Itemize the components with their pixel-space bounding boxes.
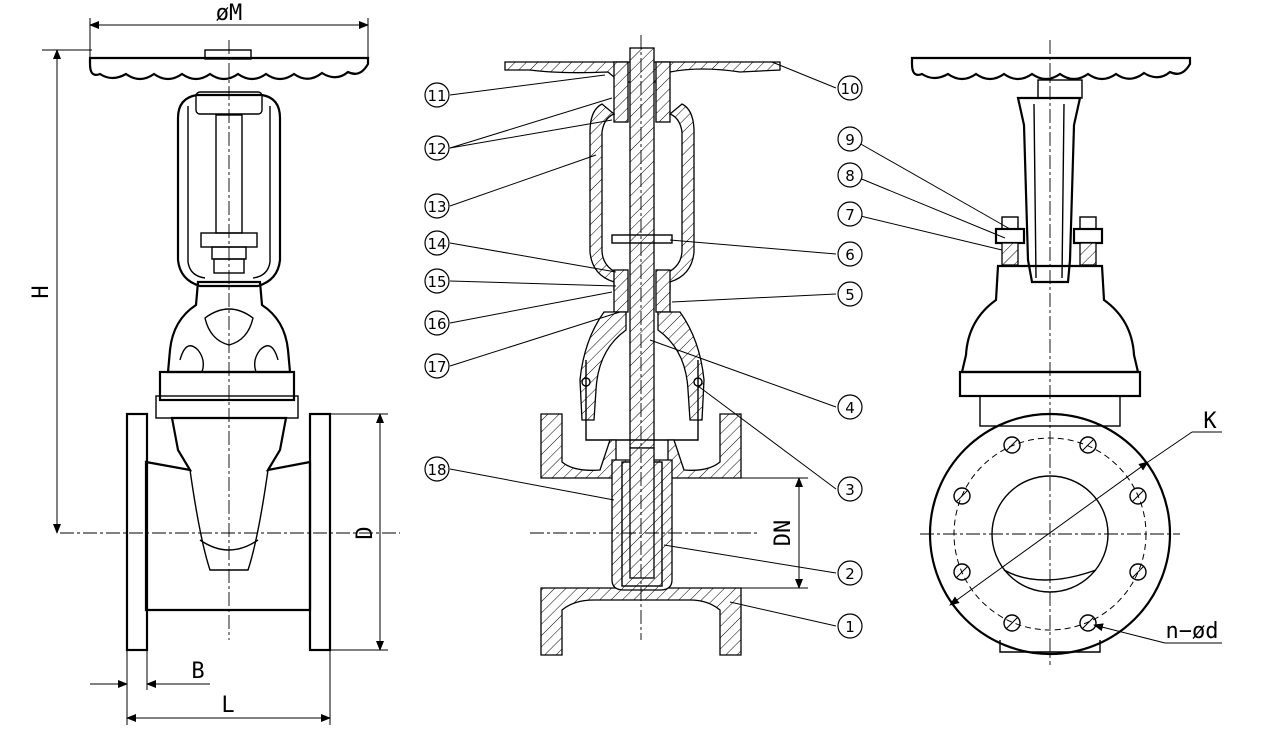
section-stem (629, 47, 655, 449)
dim-flange-diameter: D (353, 526, 378, 539)
dim-bolt-circle: K (1203, 409, 1217, 434)
balloon-7: 7 (837, 201, 863, 227)
balloon-16: 16 (424, 310, 450, 336)
balloon-label-12: 12 (427, 140, 446, 158)
section-body-bottom (540, 587, 742, 656)
balloon-17: 17 (424, 353, 450, 379)
valve-body (144, 416, 312, 612)
balloon-5: 5 (837, 281, 863, 307)
balloon-label-11: 11 (427, 87, 446, 105)
balloon-label-1: 1 (845, 618, 855, 636)
balloon-14: 14 (424, 230, 450, 256)
dimension-dn: DN (741, 477, 808, 589)
side-yoke (1016, 96, 1082, 284)
dimensions-left: øM H D L B (29, 1, 388, 725)
side-handwheel (910, 56, 1192, 81)
front-exterior-view (60, 40, 400, 652)
balloon-label-10: 10 (840, 80, 859, 98)
section-bonnet (589, 103, 623, 291)
balloon-4: 4 (837, 394, 863, 420)
sectional-view (504, 35, 781, 656)
dim-handwheel-diameter: øM (216, 1, 243, 26)
balloon-18: 18 (424, 456, 450, 482)
dim-nominal-diameter: DN (771, 520, 796, 547)
handwheel (88, 56, 370, 81)
section-body-right (667, 413, 742, 479)
balloon-label-13: 13 (427, 198, 446, 216)
balloon-label-6: 6 (845, 246, 855, 264)
balloon-2: 2 (837, 560, 863, 586)
dim-bolt-holes: n−ød (1166, 619, 1219, 644)
section-body-left (540, 413, 617, 479)
balloon-1: 1 (837, 613, 863, 639)
balloon-label-15: 15 (427, 273, 446, 291)
balloon-label-8: 8 (845, 167, 855, 185)
balloon-3: 3 (837, 476, 863, 502)
balloon-label-4: 4 (845, 399, 855, 417)
balloon-8: 8 (837, 162, 863, 188)
balloon-9: 9 (837, 126, 863, 152)
balloon-label-14: 14 (427, 235, 446, 253)
balloon-label-16: 16 (427, 315, 446, 333)
right-flange (308, 412, 332, 652)
leaders (449, 61, 1011, 627)
balloon-10: 10 (837, 75, 863, 101)
balloon-label-7: 7 (845, 206, 855, 224)
dim-flange-thickness: B (191, 659, 204, 684)
balloon-13: 13 (424, 193, 450, 219)
balloon-15: 15 (424, 268, 450, 294)
section-lower-bonnet (579, 311, 627, 421)
balloon-label-9: 9 (845, 131, 855, 149)
balloon-6: 6 (837, 241, 863, 267)
left-flange (125, 412, 149, 652)
yoke (176, 93, 282, 288)
dim-face-to-face: L (221, 693, 234, 718)
balloon-12: 12 (424, 135, 450, 161)
balloon-label-18: 18 (427, 461, 446, 479)
balloon-label-17: 17 (427, 358, 446, 376)
part-balloons: 1 2 3 4 5 6 7 8 9 10 11 12 13 14 15 16 1… (424, 75, 863, 639)
side-view: K n−ød (910, 40, 1222, 665)
balloon-label-5: 5 (845, 286, 855, 304)
balloon-label-3: 3 (845, 481, 855, 499)
dim-height: H (29, 285, 54, 298)
balloon-11: 11 (424, 82, 450, 108)
balloon-label-2: 2 (845, 565, 855, 583)
